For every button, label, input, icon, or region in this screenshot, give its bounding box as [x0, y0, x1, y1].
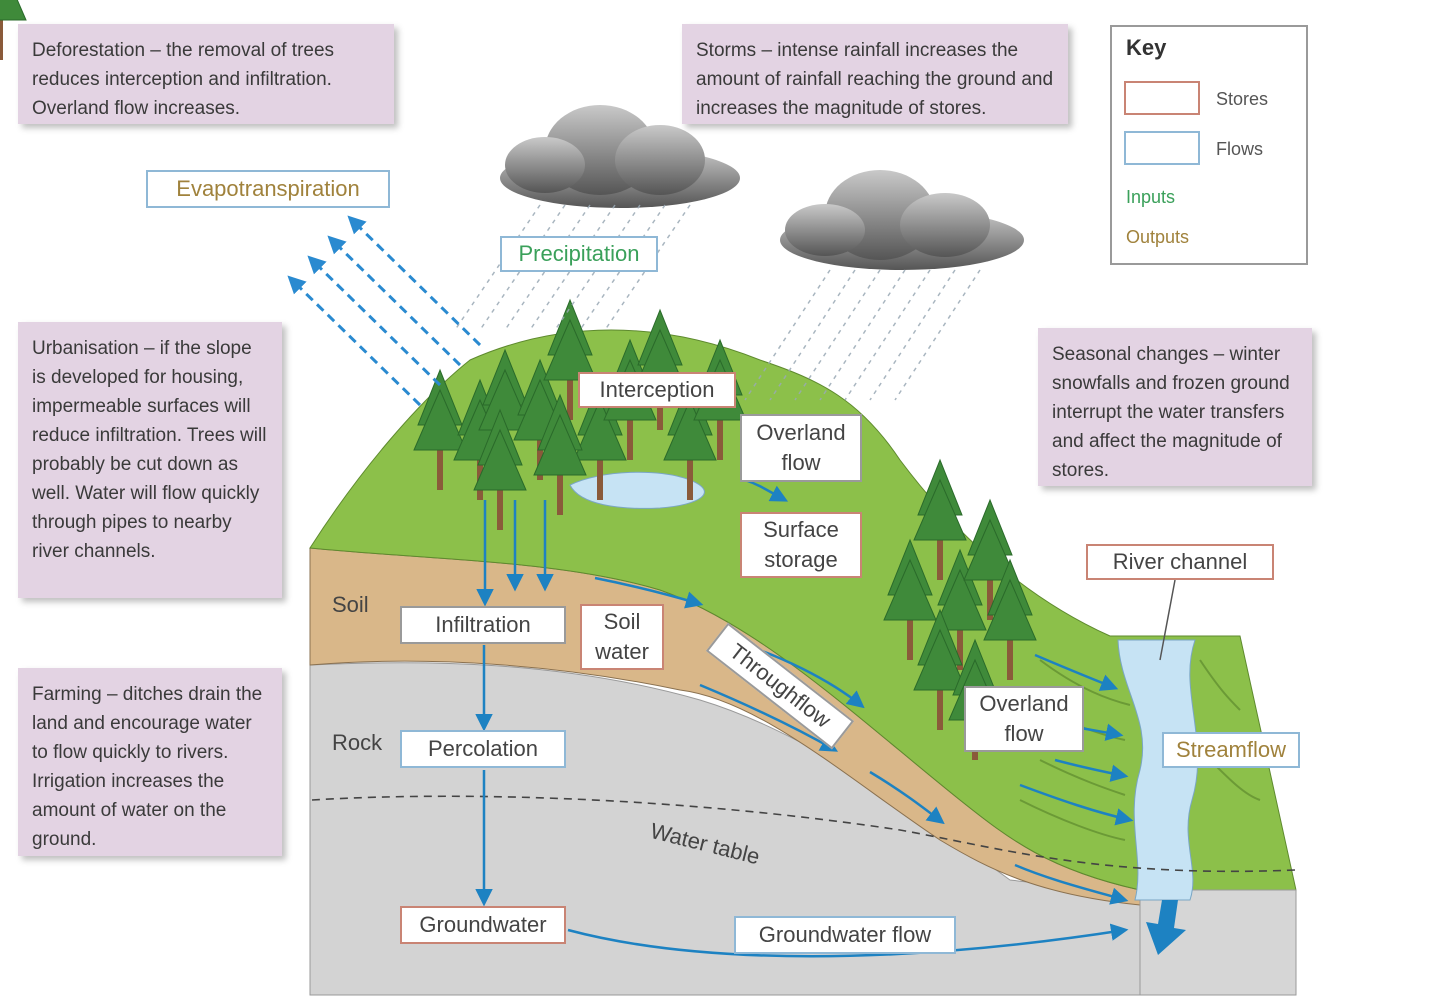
legend-key: Key Stores Flows Inputs Outputs — [1110, 25, 1308, 265]
streamflow-outlet-arrow — [1146, 900, 1186, 955]
evapotranspiration-arrows — [287, 215, 482, 407]
overland-flow-arrow-3 — [1054, 758, 1129, 782]
river — [1117, 639, 1199, 901]
key-inputs-label: Inputs — [1126, 187, 1176, 207]
label-overland-flow-top: Overland flow — [740, 414, 862, 482]
label-overland-flow-bottom: Overland flow — [964, 686, 1084, 752]
pond — [569, 471, 705, 509]
label-surface-storage: Surface storage — [740, 512, 862, 578]
key-title: Key — [1126, 35, 1167, 60]
throughflow-arrow-1 — [594, 576, 704, 609]
key-stores-swatch — [1124, 81, 1200, 115]
label-precipitation: Precipitation — [500, 236, 658, 272]
label-percolation: Percolation — [400, 730, 566, 768]
cloud-right — [780, 170, 1024, 270]
note-deforestation: Deforestation – the removal of trees red… — [18, 24, 394, 124]
label-streamflow: Streamflow — [1162, 732, 1300, 768]
throughflow-arrow-3 — [699, 683, 839, 752]
label-river-channel: River channel — [1086, 544, 1274, 580]
key-outputs-label: Outputs — [1126, 227, 1190, 247]
groundwater-flow-arrow — [567, 923, 1129, 958]
label-soil: Soil — [332, 592, 369, 617]
cloud-left — [500, 105, 740, 208]
overland-flow-arrow-1 — [1034, 653, 1119, 691]
river-channel-pointer — [1159, 579, 1176, 661]
label-groundwater-flow: Groundwater flow — [734, 916, 956, 954]
label-infiltration: Infiltration — [400, 606, 566, 644]
label-groundwater: Groundwater — [400, 906, 566, 944]
label-soil-water: Soil water — [580, 604, 664, 670]
note-seasonal: Seasonal changes – winter snowfalls and … — [1038, 328, 1312, 486]
key-flows-label: Flows — [1216, 139, 1264, 159]
key-flows-swatch — [1124, 131, 1200, 165]
key-stores-label: Stores — [1216, 89, 1269, 109]
water-table-line — [311, 795, 1296, 873]
overland-flow-arrow-5 — [1014, 863, 1129, 905]
throughflow-arrow-4 — [869, 770, 945, 825]
overland-flow-arrow-4 — [1019, 783, 1134, 826]
label-evapotranspiration: Evapotranspiration — [146, 170, 390, 208]
note-storms: Storms – intense rainfall increases the … — [682, 24, 1068, 124]
trees — [0, 0, 1037, 761]
note-urbanisation: Urbanisation – if the slope is developed… — [18, 322, 282, 598]
note-farming: Farming – ditches drain the land and enc… — [18, 668, 282, 856]
label-interception: Interception — [578, 372, 736, 408]
label-rock: Rock — [332, 730, 383, 755]
